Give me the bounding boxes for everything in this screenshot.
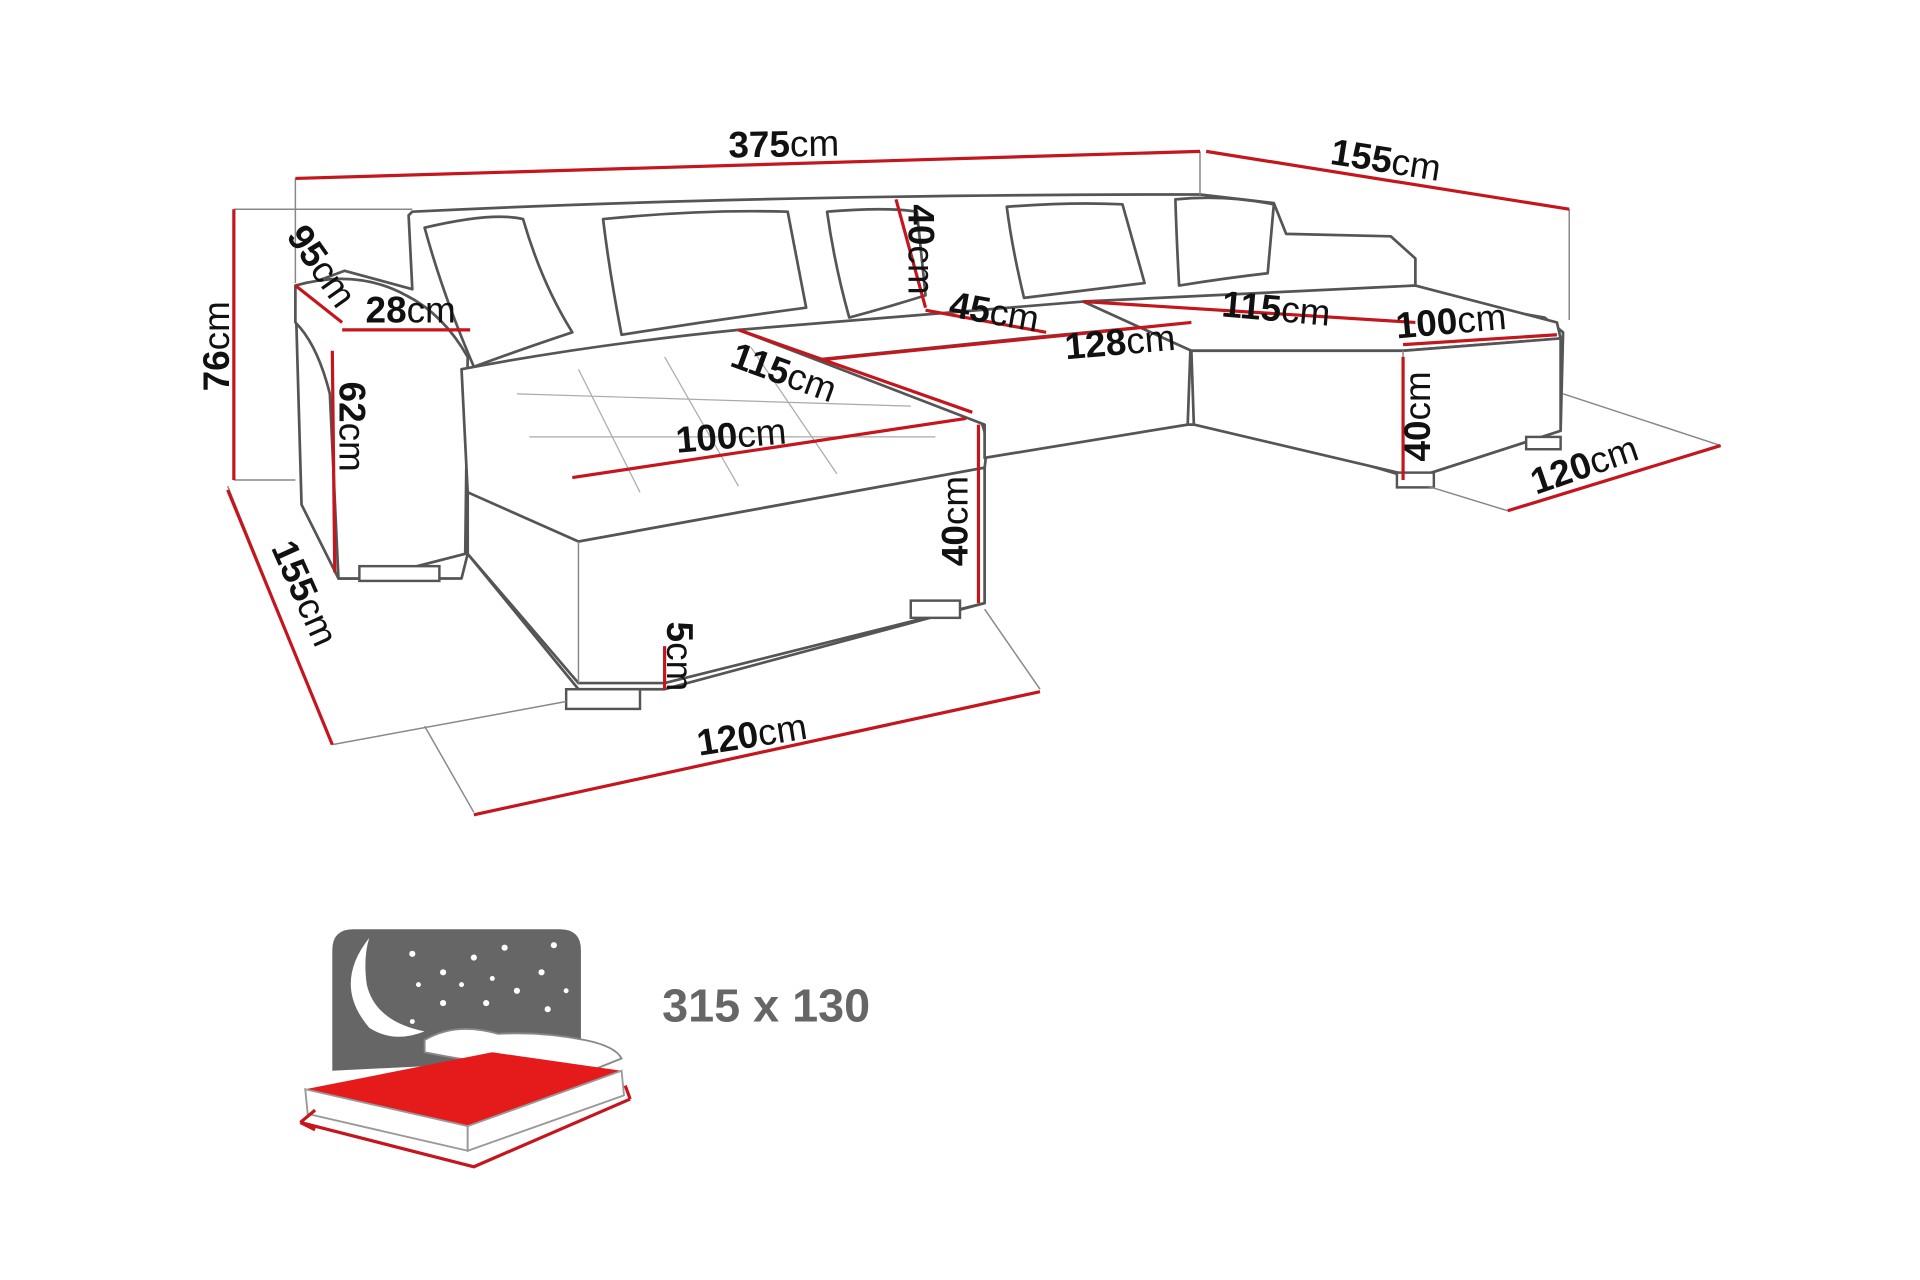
dim-arm-height: 62cm — [332, 382, 373, 472]
dim-left-chaise-width: 120cm — [694, 706, 810, 764]
dim-leg-height: 5cm — [659, 622, 700, 692]
dim-back-depth: 45cm — [946, 284, 1042, 340]
dim-left-chaise-seat: 100cm — [674, 410, 788, 460]
dim-right-seat-height: 40cm — [1397, 371, 1438, 461]
dim-back-height: 40cm — [900, 204, 941, 294]
dim-arm-width: 28cm — [366, 289, 456, 330]
leg — [909, 599, 962, 620]
dim-arm-depth: 95cm — [279, 217, 364, 314]
dim-total-width: 375cm — [728, 123, 839, 166]
sleeping-area-size: 315 x 130 — [662, 980, 870, 1032]
dimension-lines — [226, 149, 1722, 817]
dim-height: 76cm — [196, 301, 237, 391]
dim-seat-height: 40cm — [934, 476, 975, 566]
sofa-drawing — [294, 193, 1565, 711]
leg — [1524, 435, 1562, 451]
bed-night-icon — [299, 929, 632, 1169]
dim-middle-width: 128cm — [1063, 317, 1177, 367]
dim-right-chaise-length: 115cm — [1220, 283, 1332, 333]
leg — [358, 564, 441, 583]
dim-right-chaise-seat: 100cm — [1394, 296, 1508, 346]
dim-right-depth: 155cm — [1328, 131, 1444, 189]
leg — [1395, 471, 1436, 489]
leg — [564, 688, 642, 711]
